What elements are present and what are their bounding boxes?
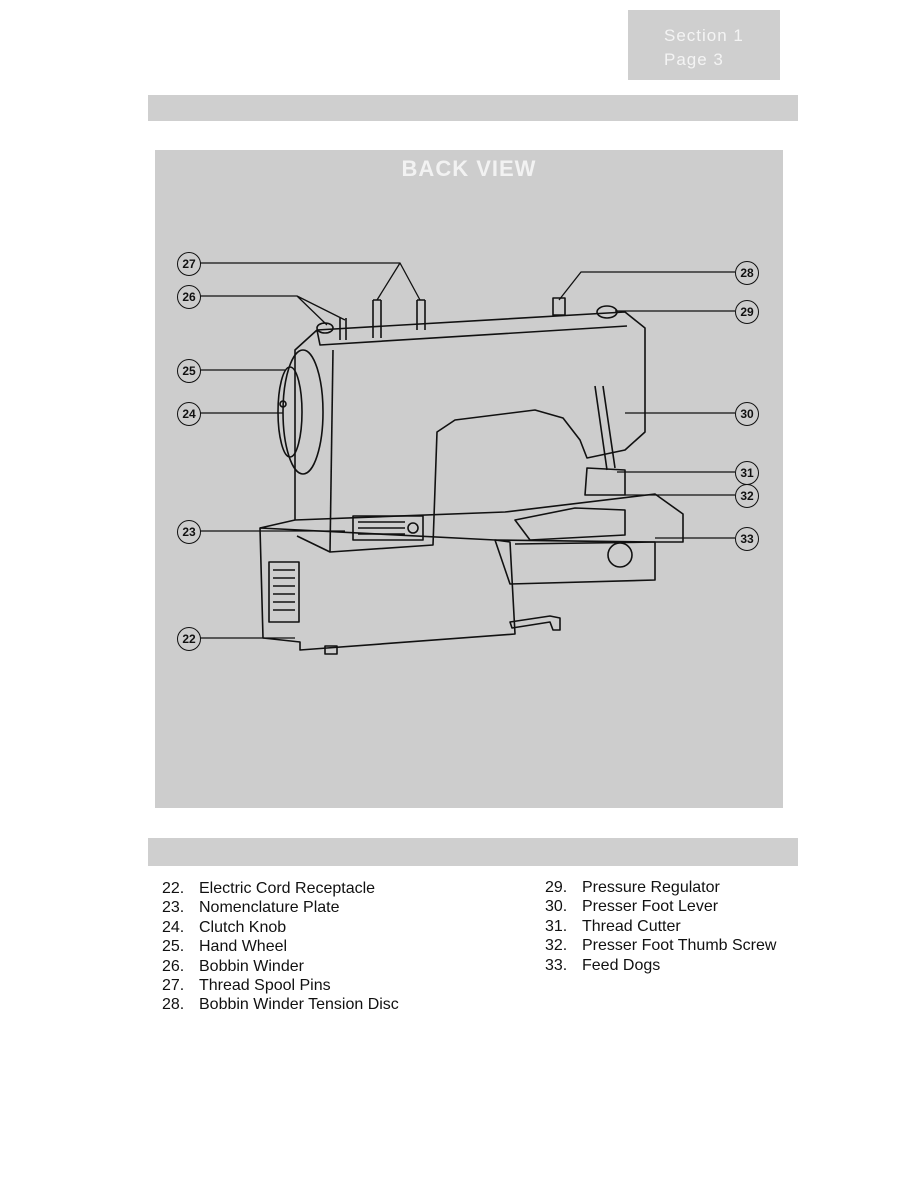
legend-item: 26.Bobbin Winder [162,957,304,975]
legend-item: 25.Hand Wheel [162,938,288,956]
legend-item: 32.Presser Foot Thumb Screw [545,937,777,955]
machine-body [277,311,646,553]
section-label: Section 1 [664,26,744,45]
figure-title: BACK VIEW [401,156,537,181]
callout-25: 25 [177,359,201,383]
callout-31: 31 [735,461,759,485]
legend-left: 22.Electric Cord Receptacle 23.Nomenclat… [162,879,399,1015]
legend-item: 28.Bobbin Winder Tension Disc [162,996,399,1014]
nomenclature-plate [352,515,424,541]
header-band [148,95,798,121]
legend-item: 27.Thread Spool Pins [162,977,331,995]
callout-28: 28 [735,261,759,285]
section-tab: Section 1 Page 3 [628,10,780,80]
callout-32: 32 [735,484,759,508]
legend-item: 33.Feed Dogs [545,956,661,974]
callout-22: 22 [177,627,201,651]
callout-29: 29 [735,300,759,324]
callout-27: 27 [177,252,201,276]
legend-right: 29.Pressure Regulator 30.Presser Foot Le… [545,878,776,975]
figure-panel: BACK VIEW [155,150,783,808]
callout-33: 33 [735,527,759,551]
legend-item: 29.Pressure Regulator [545,879,720,896]
legend-item: 23.Nomenclature Plate [162,899,340,917]
needle-area [514,385,626,541]
page-label: Page 3 [664,50,724,69]
legend-item: 24.Clutch Knob [162,918,287,936]
leader-lines [199,262,735,639]
callout-30: 30 [735,402,759,426]
spool-pins [316,297,618,340]
callout-24: 24 [177,402,201,426]
legend-item: 22.Electric Cord Receptacle [162,880,376,897]
legend-item: 31.Thread Cutter [545,917,681,935]
legend-band [148,838,798,866]
callout-26: 26 [177,285,201,309]
machine-base [259,493,684,655]
callout-23: 23 [177,520,201,544]
sewing-machine-drawing [199,262,735,655]
legend-item: 30.Presser Foot Lever [545,898,719,916]
